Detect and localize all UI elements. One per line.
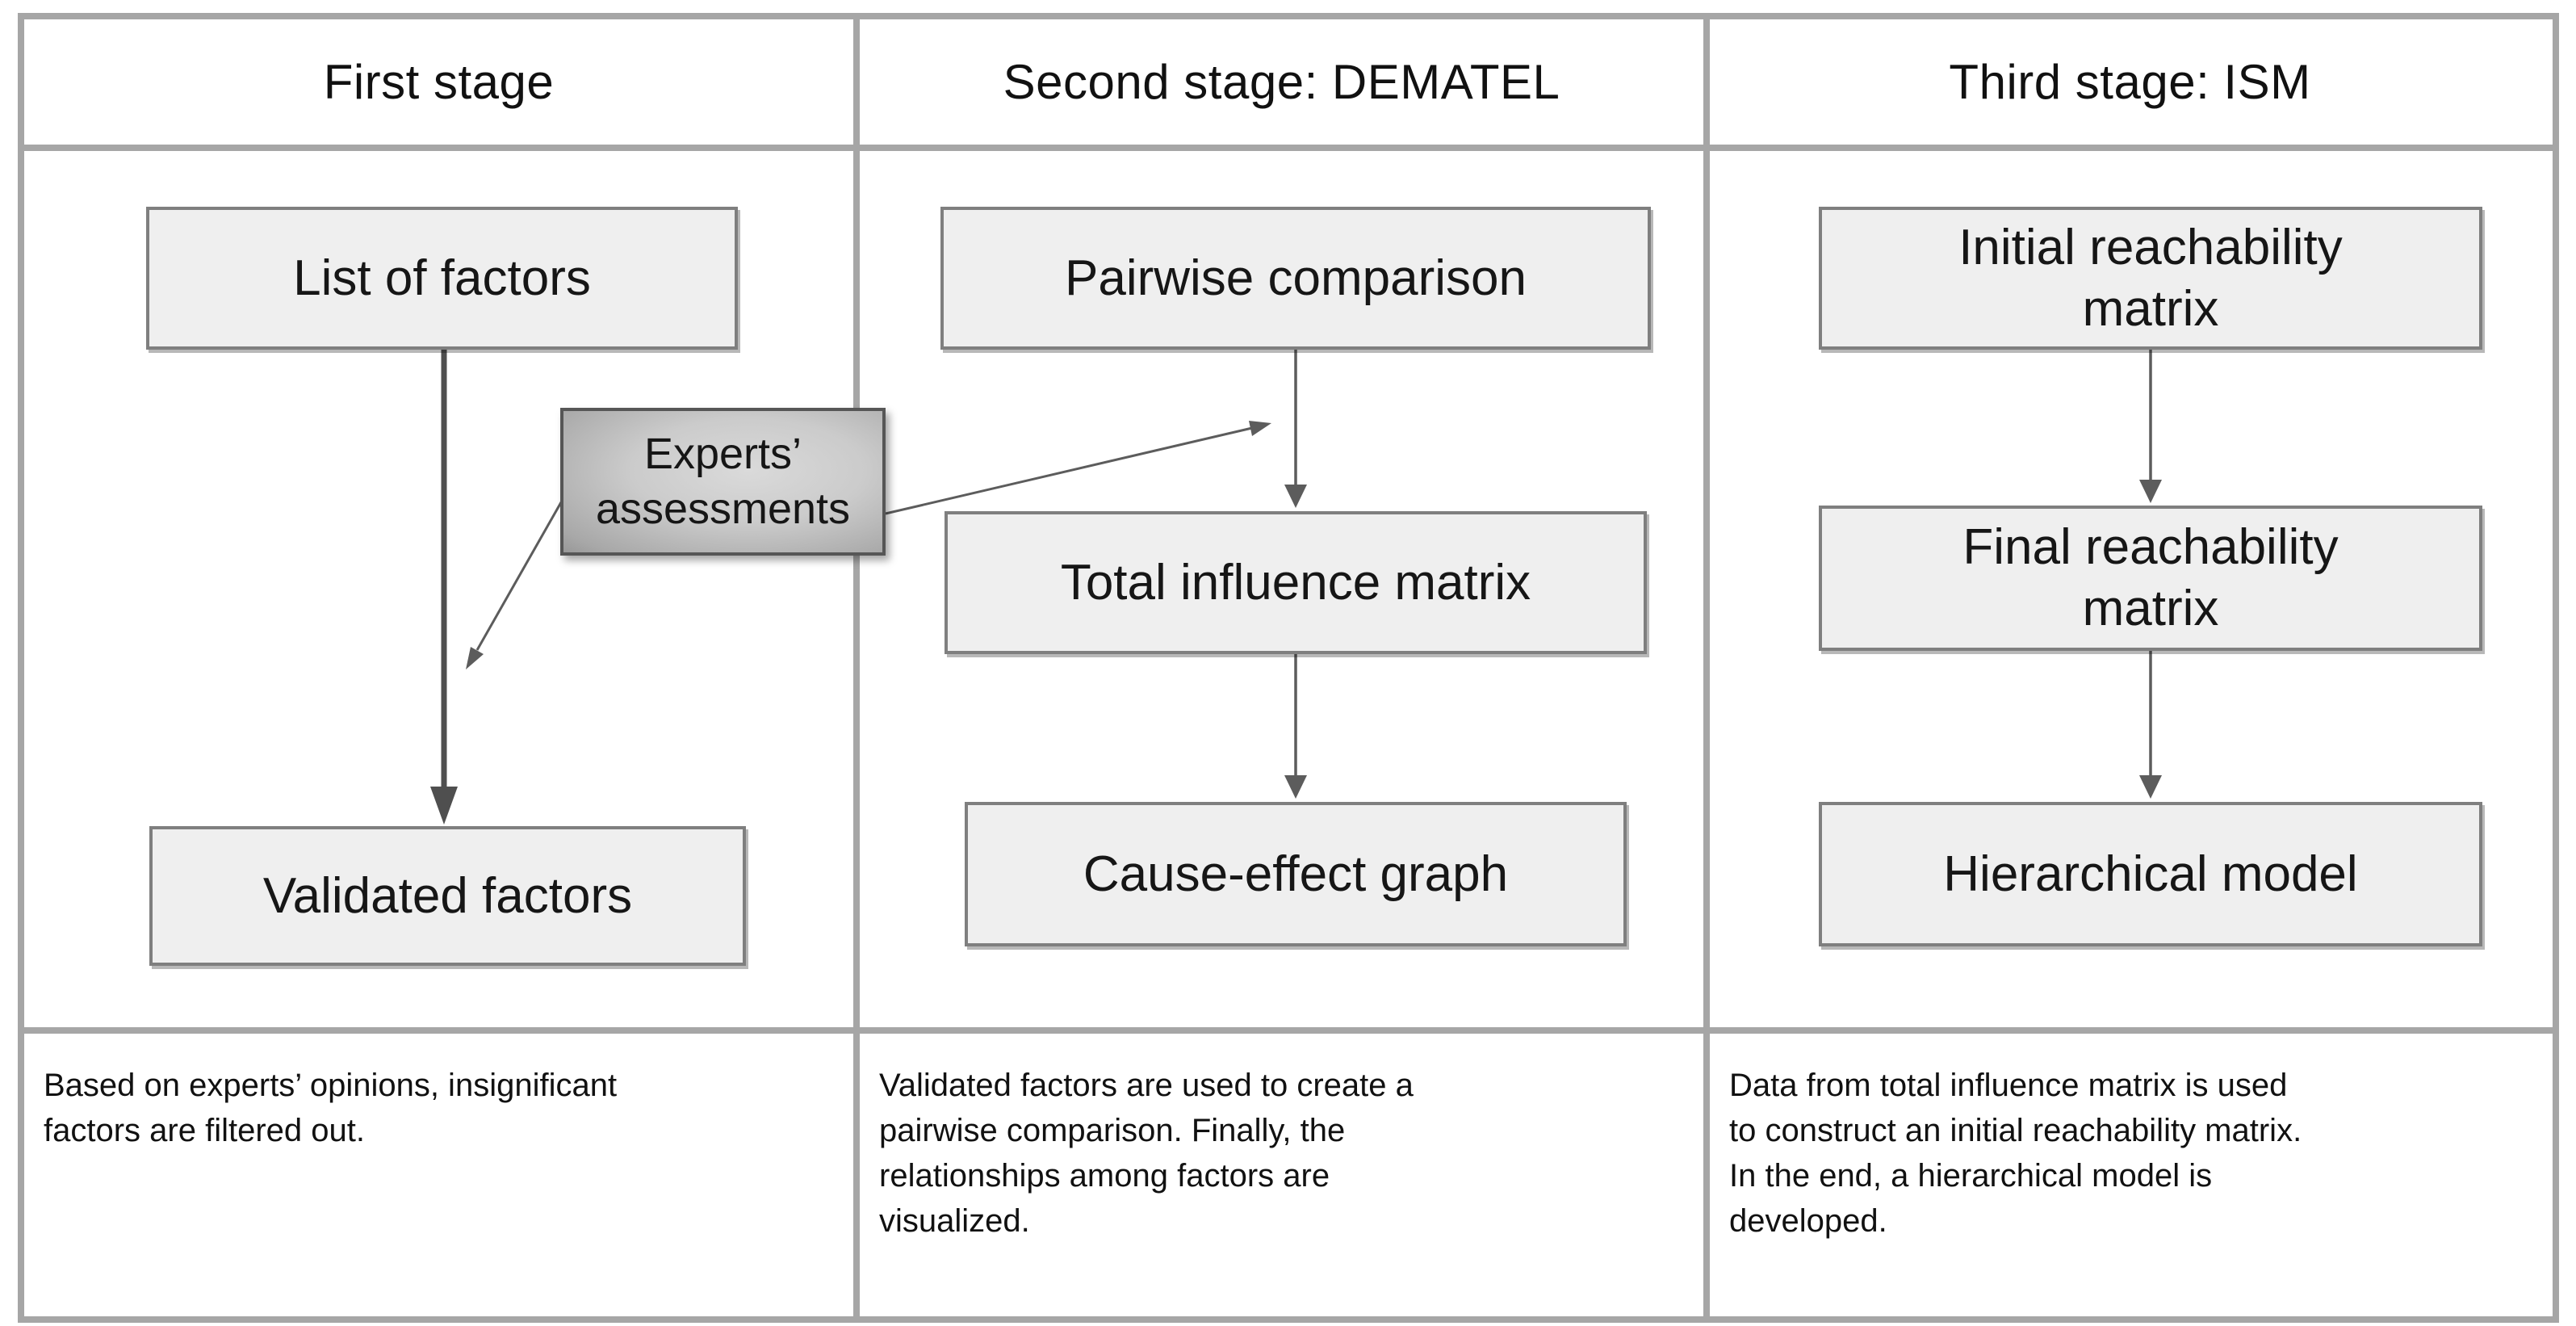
arrow-list-to-validated [430,350,458,825]
column-divider-1 [853,19,860,1316]
description-first-stage: Based on experts’ opinions, insignifican… [44,1068,618,1148]
column-divider-2 [1703,19,1710,1316]
node-initial-reachability-matrix: Initial reachability matrix [1819,207,2482,350]
node-hierarchical-model: Hierarchical model [1819,802,2482,946]
note-experts-assessments: Experts’ assessments [560,408,886,556]
arrow-initial-to-final [2139,350,2162,503]
arrow-note-to-pairwise [885,421,1271,515]
description-third-stage: Data from total influence matrix is used… [1729,1068,2302,1239]
description-second-stage: Validated factors are used to create a p… [879,1068,1414,1239]
arrow-total-to-cause [1284,654,1307,799]
node-cause-effect-graph: Cause-effect graph [965,802,1627,946]
node-final-reachability-matrix: Final reachability matrix [1819,506,2482,651]
node-pairwise-comparison: Pairwise comparison [940,207,1651,350]
node-validated-factors: Validated factors [149,826,746,966]
column-header-second-stage: Second stage: DEMATEL [1003,55,1560,109]
column-header-third-stage: Third stage: ISM [1949,55,2311,109]
column-header-first-stage: First stage [323,55,555,109]
footer-separator-line [24,1027,2553,1034]
arrow-pairwise-to-total [1284,350,1307,508]
arrow-final-to-hierarchical [2139,651,2162,799]
arrow-note-to-validation [466,496,566,669]
header-separator-line [24,145,2553,151]
stage-table: First stage Second stage: DEMATEL Third … [18,13,2559,1323]
node-total-influence-matrix: Total influence matrix [945,511,1647,654]
node-list-of-factors: List of factors [146,207,738,350]
